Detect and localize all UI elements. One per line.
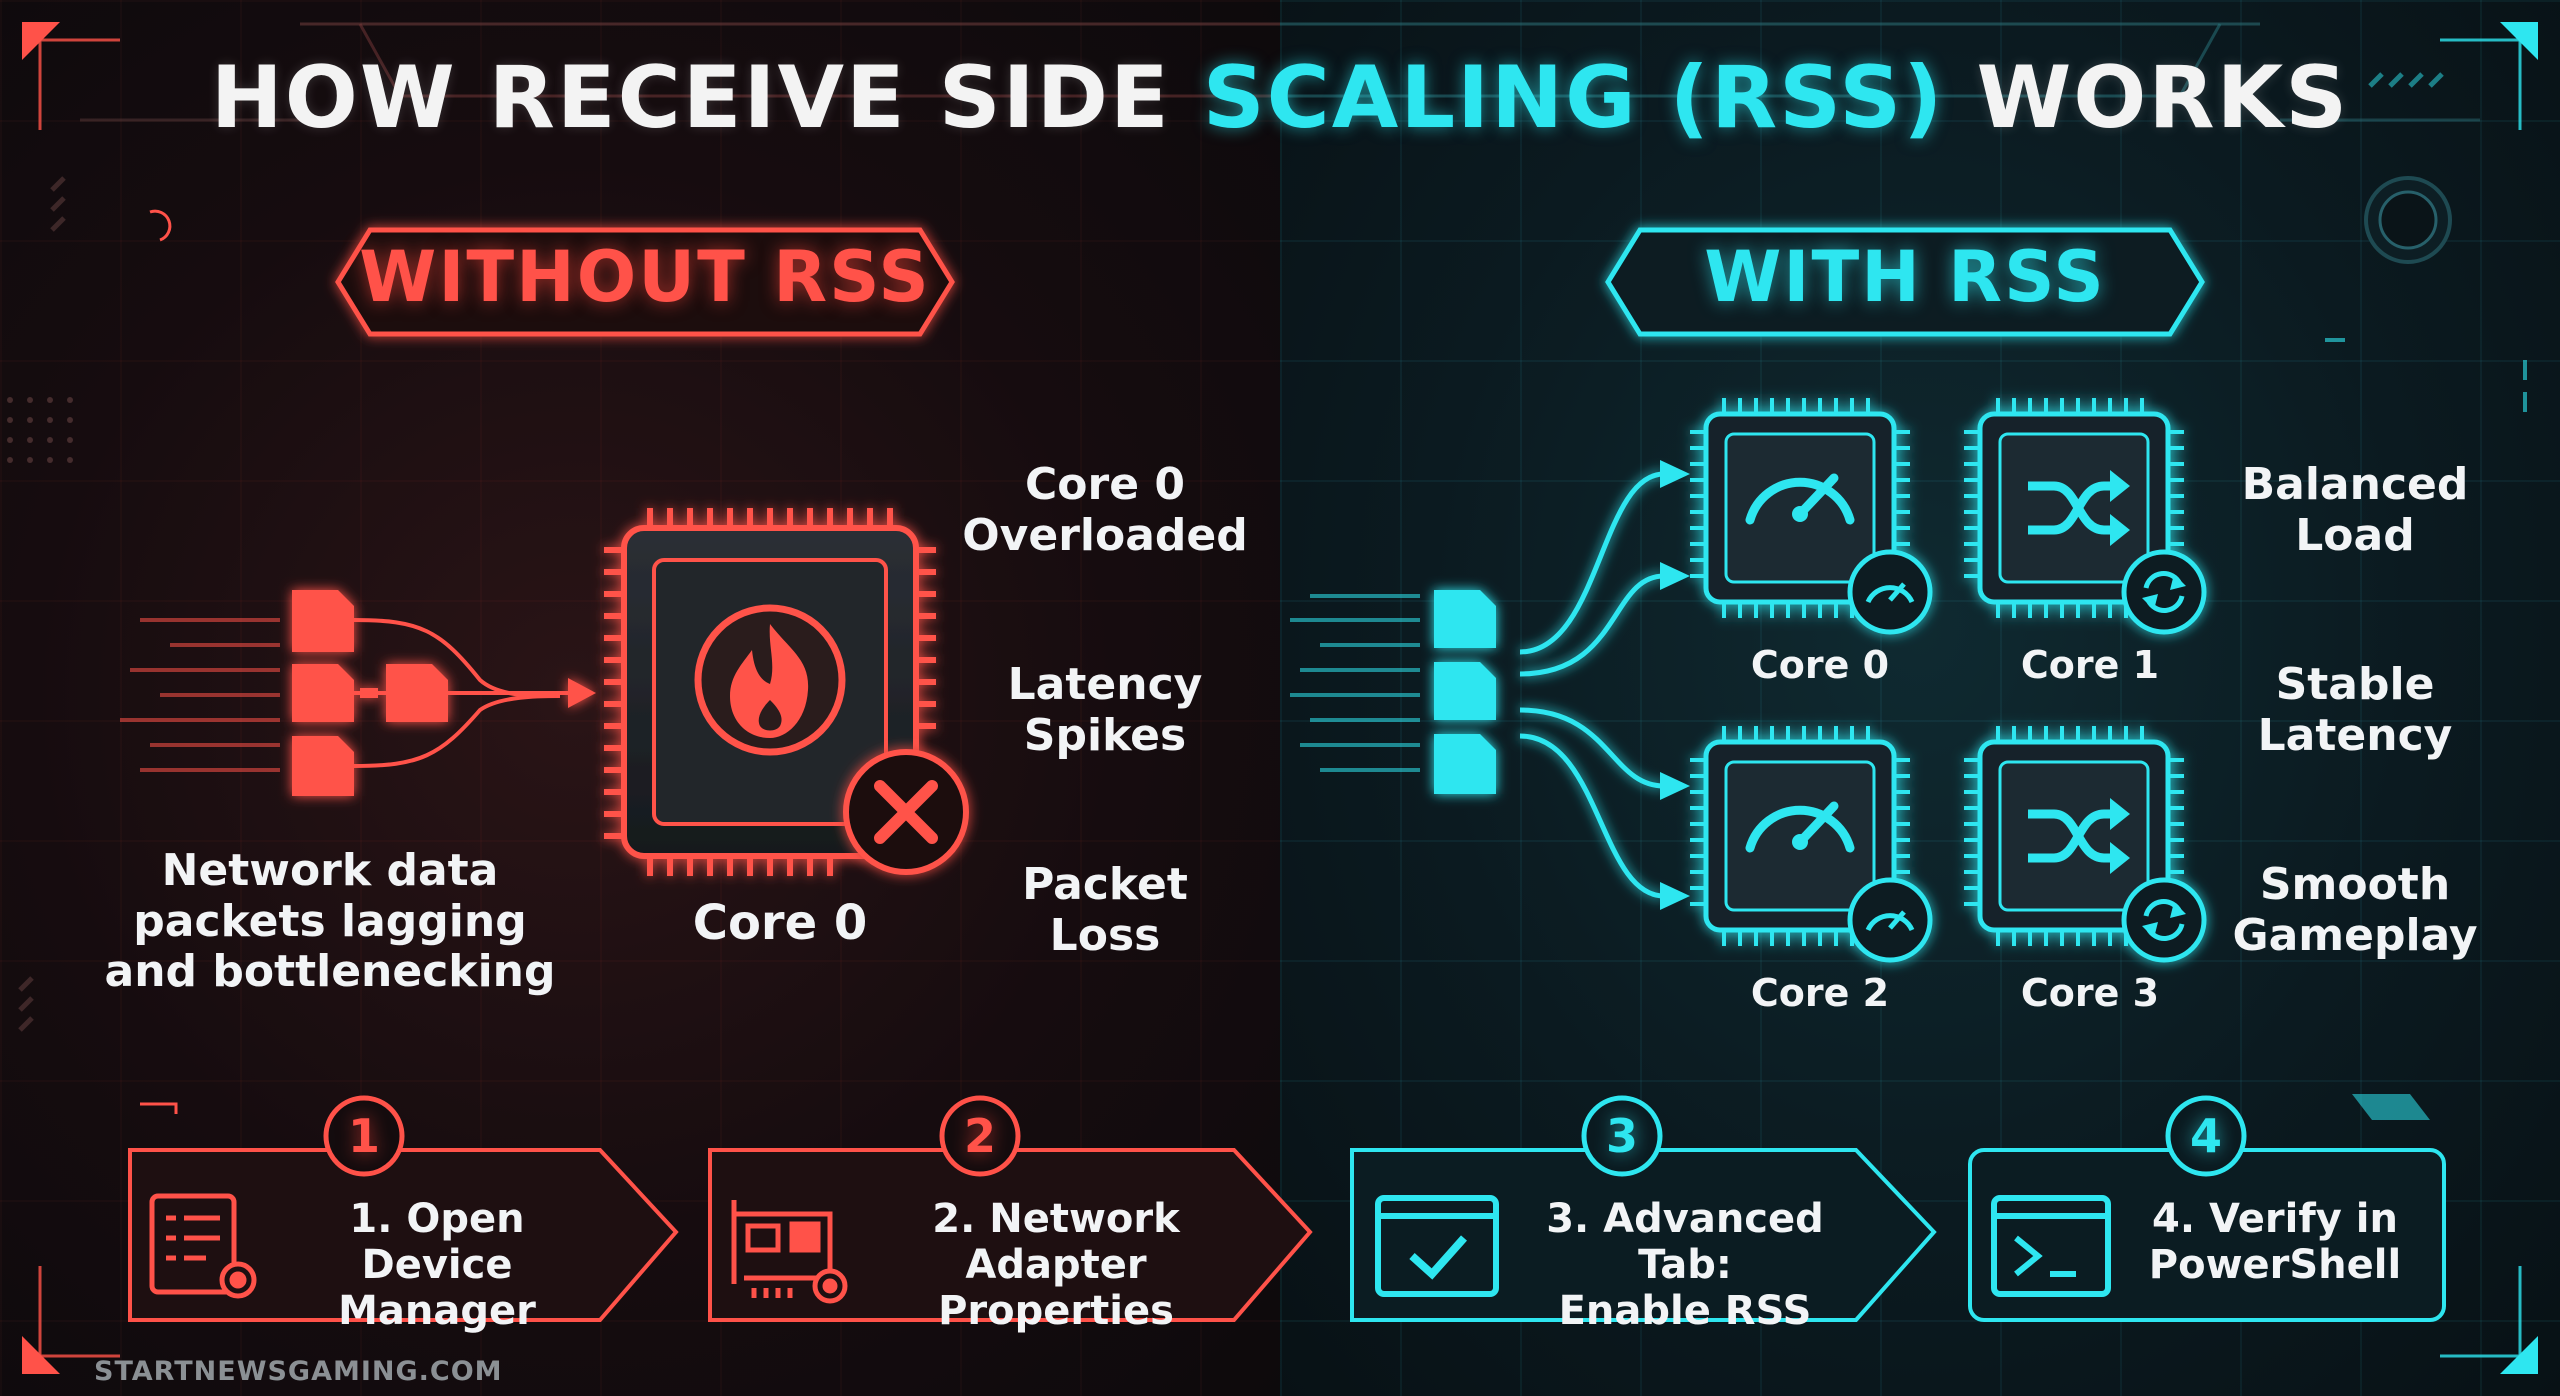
without-rss-banner: WITHOUT RSS bbox=[359, 236, 931, 318]
left-speed-lines bbox=[120, 618, 280, 772]
benefit-smooth-gameplay: Smooth Gameplay bbox=[2220, 859, 2490, 961]
error-x-badge bbox=[843, 749, 969, 875]
step-1-line1: 1. Open Device bbox=[349, 1196, 525, 1288]
step-number-3: 3 bbox=[1605, 1109, 1638, 1163]
terminal-icon bbox=[1991, 1195, 2111, 1297]
step-2-text: 2. Network Adapter Properties bbox=[856, 1196, 1256, 1334]
packets-caption-line2: packets lagging bbox=[133, 895, 527, 947]
left-core-label: Core 0 bbox=[692, 895, 868, 951]
problem-1-line2: Overloaded bbox=[962, 509, 1248, 561]
step-3-text: 3. Advanced Tab: Enable RSS bbox=[1510, 1196, 1860, 1334]
benefit-1-line1: Balanced bbox=[2241, 459, 2469, 510]
benefit-2-line1: Stable bbox=[2275, 659, 2435, 710]
network-card-icon bbox=[731, 1200, 848, 1304]
step-card-2 bbox=[708, 1148, 1313, 1322]
step-4-text: 4. Verify in PowerShell bbox=[2120, 1196, 2430, 1288]
core-chips bbox=[1690, 398, 2207, 963]
left-packet-icons bbox=[292, 590, 448, 796]
core-label-3: Core 3 bbox=[2020, 971, 2160, 1015]
benefit-balanced-load: Balanced Load bbox=[2220, 459, 2490, 561]
core-chip-0 bbox=[1690, 398, 1933, 635]
benefit-1-line2: Load bbox=[2295, 509, 2415, 561]
with-rss-banner-shape bbox=[1605, 227, 2205, 337]
step-1-text: 1. Open Device Manager bbox=[272, 1196, 602, 1334]
step-4-line1: 4. Verify in bbox=[2152, 1196, 2398, 1242]
problem-3-line2: Loss bbox=[1049, 909, 1161, 961]
without-rss-banner-shape bbox=[335, 227, 955, 337]
right-packet-icons bbox=[1434, 590, 1496, 794]
page-title: HOW RECEIVE SIDE SCALING (RSS) WORKS bbox=[0, 48, 2560, 148]
problem-latency: Latency Spikes bbox=[960, 659, 1250, 761]
core-chip-3 bbox=[1964, 726, 2207, 963]
step-number-circles bbox=[323, 1095, 2247, 1177]
core-label-0: Core 0 bbox=[1750, 643, 1890, 687]
core-chip-2 bbox=[1690, 726, 1933, 963]
right-arrowheads bbox=[1660, 460, 1690, 910]
benefit-2-line2: Latency bbox=[2257, 709, 2453, 761]
step-3-line2: Enable RSS bbox=[1558, 1288, 1812, 1334]
packets-caption-line1: Network data bbox=[161, 845, 499, 896]
step-number-2: 2 bbox=[963, 1109, 996, 1163]
step-number-1: 1 bbox=[347, 1109, 380, 1163]
step-2-line1: 2. Network Adapter bbox=[932, 1196, 1180, 1288]
left-packet-paths bbox=[353, 618, 580, 768]
step-1-line2: Manager bbox=[338, 1288, 536, 1334]
benefit-3-line1: Smooth bbox=[2259, 859, 2451, 910]
step-4-line2: PowerShell bbox=[2148, 1242, 2402, 1288]
benefit-3-line2: Gameplay bbox=[2232, 909, 2478, 961]
step-2-line2: Properties bbox=[938, 1288, 1174, 1334]
checkbox-window-icon bbox=[1375, 1195, 1499, 1297]
step-3-line1: 3. Advanced Tab: bbox=[1546, 1196, 1824, 1288]
step-card-1 bbox=[128, 1148, 679, 1322]
core-chip-1 bbox=[1964, 398, 2207, 635]
packets-caption: Network data packets lagging and bottlen… bbox=[90, 845, 570, 998]
title-part1: HOW RECEIVE SIDE bbox=[210, 48, 1203, 148]
problem-2-line1: Latency bbox=[1007, 659, 1203, 710]
title-highlight: SCALING (RSS) bbox=[1202, 48, 1945, 148]
problem-overloaded: Core 0 Overloaded bbox=[960, 459, 1250, 561]
core-label-2: Core 2 bbox=[1750, 971, 1890, 1015]
problem-2-line2: Spikes bbox=[1023, 709, 1187, 761]
problem-packet-loss: Packet Loss bbox=[960, 859, 1250, 961]
packets-caption-line3: and bottlenecking bbox=[104, 946, 556, 998]
problem-3-line1: Packet bbox=[1022, 859, 1188, 910]
step-number-4: 4 bbox=[2189, 1109, 2222, 1163]
title-part2: WORKS bbox=[1944, 48, 2350, 148]
right-speed-lines bbox=[1290, 594, 1420, 772]
problem-1-line1: Core 0 bbox=[1025, 459, 1185, 510]
overloaded-chip bbox=[604, 508, 936, 876]
footer-watermark: STARTNEWSGAMING.COM bbox=[94, 1356, 503, 1387]
device-manager-icon bbox=[149, 1193, 257, 1299]
benefit-stable-latency: Stable Latency bbox=[2220, 659, 2490, 761]
right-packet-paths bbox=[1519, 471, 1665, 899]
core-label-1: Core 1 bbox=[2020, 643, 2160, 687]
with-rss-banner: WITH RSS bbox=[1704, 236, 2106, 318]
